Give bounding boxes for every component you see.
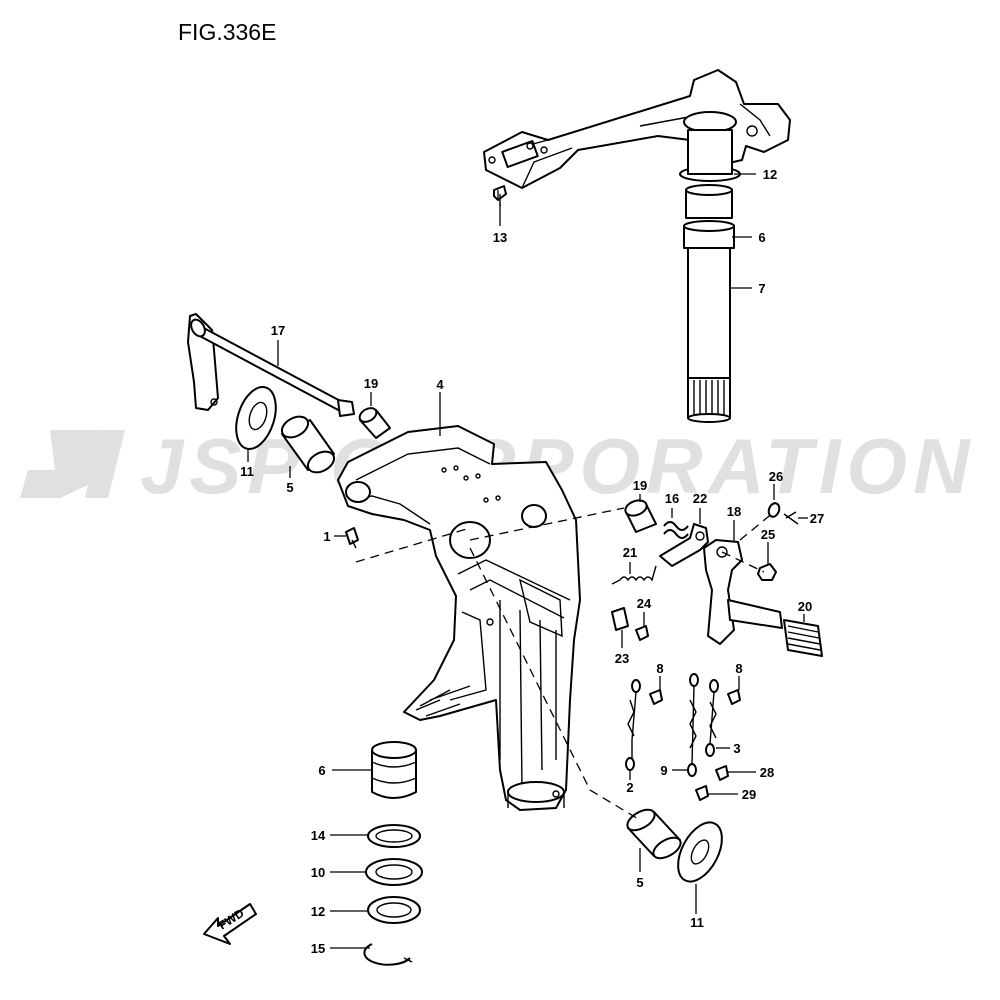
ground-lead-3 [705,679,719,757]
callout-15: 15 [311,941,325,956]
callout-6-lower: 6 [318,763,325,778]
callout-23: 23 [615,651,629,666]
washer-26 [767,502,781,518]
bushing-19-upper [358,407,391,439]
spring-21 [611,565,657,585]
callout-3: 3 [733,741,740,756]
washer-11-upper [235,386,277,450]
callout-8-right: 8 [735,661,742,676]
callout-11-lower: 11 [690,915,704,930]
callout-12-shaft-washer: 12 [763,167,777,182]
callout-21: 21 [623,545,637,560]
callout-28: 28 [760,765,774,780]
plate-23 [611,607,629,631]
bushing-5-lower [626,808,682,860]
tilt-rod [187,313,355,417]
callout-20: 20 [798,599,812,614]
leader-lines [247,173,808,949]
callout-17: 17 [271,323,285,338]
washer-12-lower [367,896,421,924]
fwd-arrow: FWD [203,903,257,945]
bolt-24 [635,625,649,641]
nut-25 [757,563,777,581]
pin-27 [783,511,799,525]
callout-25: 25 [761,527,775,542]
callout-5-upper: 5 [286,480,293,495]
callout-22: 22 [693,491,707,506]
callout-24: 24 [637,596,652,611]
callout-11-upper: 11 [240,464,254,479]
circlip-15 [363,943,413,966]
callout-1: 1 [323,529,330,544]
callout-9: 9 [660,763,667,778]
washer-14 [367,824,421,848]
washer-10 [365,858,423,886]
callout-4: 4 [436,377,444,392]
callout-26: 26 [769,469,783,484]
bushing-6-lower [371,741,417,799]
callout-5-lower: 5 [636,875,643,890]
callout-7: 7 [758,281,765,296]
callout-2: 2 [626,780,633,795]
steering-shaft [679,129,741,423]
callout-27: 27 [810,511,824,526]
bushing-19-right [624,499,657,533]
callout-12-lower: 12 [311,904,325,919]
spring-16 [663,521,689,539]
callout-6-upper: 6 [758,230,765,245]
callout-29: 29 [742,787,756,802]
assembly-lines [355,190,775,821]
callout-8-left: 8 [656,661,663,676]
callout-13: 13 [493,230,507,245]
ground-lead-9 [687,673,699,777]
ground-lead-2 [625,679,641,771]
bushing-5-upper [280,415,336,474]
callout-10: 10 [311,865,325,880]
pad-20 [783,619,823,657]
callout-14: 14 [311,828,326,843]
callout-labels: 12 13 6 7 17 19 4 11 5 1 26 27 19 16 22 … [240,167,824,956]
figure-title: FIG.336E [178,19,276,45]
callout-19-right: 19 [633,478,647,493]
tilt-lock-lever-18 [703,539,783,645]
bolt-13 [493,185,507,206]
steering-arm [483,69,791,189]
bolt-8-left [649,689,663,705]
bolt-8-right [727,689,741,705]
washer-11-lower [677,821,723,883]
bolt-28 [715,765,729,781]
callout-16: 16 [665,491,679,506]
bolt-1 [345,527,359,549]
lever-22 [659,523,709,567]
bolt-29 [695,785,709,801]
callout-18: 18 [727,504,741,519]
callout-19-upper: 19 [364,376,378,391]
